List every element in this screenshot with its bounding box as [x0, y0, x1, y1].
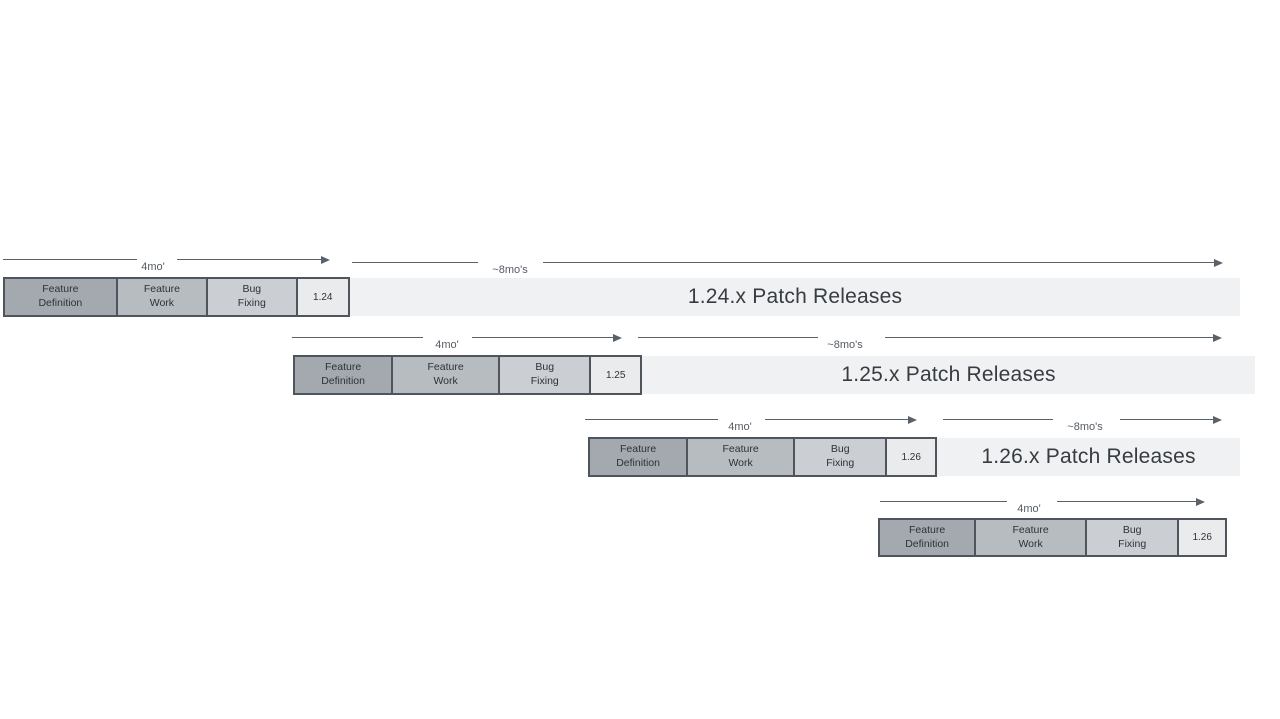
- bug-fixing-box: Bug Fixing: [498, 357, 590, 393]
- arrow-line: [543, 262, 1214, 263]
- patch-releases-bar: 1.26.x Patch Releases: [937, 438, 1240, 476]
- patch-releases-label: 1.25.x Patch Releases: [841, 363, 1056, 386]
- arrow-line: [765, 419, 908, 420]
- arrow-line: [943, 419, 1053, 420]
- arrow-line: [585, 419, 718, 420]
- arrow-line: [3, 259, 137, 260]
- patch-releases-label: 1.24.x Patch Releases: [687, 285, 903, 308]
- version-box: 1.25: [589, 357, 640, 393]
- feature-work-box: Feature Work: [686, 439, 794, 475]
- duration-label: ~8mo's: [492, 264, 528, 276]
- arrow-line: [1057, 501, 1196, 502]
- feature-definition-box: Feature Definition: [5, 279, 116, 315]
- arrowhead-icon: [613, 334, 622, 342]
- duration-label: 4mo': [141, 261, 165, 273]
- feature-definition-box: Feature Definition: [295, 357, 392, 393]
- patch-releases-label: 1.26.x Patch Releases: [981, 445, 1196, 468]
- arrow-line: [638, 337, 818, 338]
- feature-work-box: Feature Work: [391, 357, 499, 393]
- arrow-line: [472, 337, 613, 338]
- arrowhead-icon: [321, 256, 330, 264]
- release-phase-group: Feature Definition Feature Work Bug Fixi…: [293, 355, 642, 395]
- release-phase-group: Feature Definition Feature Work Bug Fixi…: [588, 437, 937, 477]
- duration-label: 4mo': [435, 339, 459, 351]
- patch-releases-bar: 1.24.x Patch Releases: [350, 278, 1240, 316]
- bug-fixing-box: Bug Fixing: [206, 279, 296, 315]
- bug-fixing-box: Bug Fixing: [793, 439, 886, 475]
- release-phase-group: Feature Definition Feature Work Bug Fixi…: [878, 518, 1227, 557]
- arrowhead-icon: [1213, 334, 1222, 342]
- duration-label: 4mo': [728, 421, 752, 433]
- patch-releases-bar: 1.25.x Patch Releases: [642, 356, 1255, 394]
- version-box: 1.24: [295, 279, 348, 315]
- arrow-line: [885, 337, 1213, 338]
- duration-label: ~8mo's: [827, 339, 863, 351]
- arrowhead-icon: [1196, 498, 1205, 506]
- arrowhead-icon: [1213, 416, 1222, 424]
- arrow-line: [352, 262, 478, 263]
- bug-fixing-box: Bug Fixing: [1085, 520, 1178, 555]
- feature-definition-box: Feature Definition: [590, 439, 687, 475]
- arrow-line: [292, 337, 423, 338]
- feature-work-box: Feature Work: [974, 520, 1086, 555]
- version-box: 1.26: [885, 439, 935, 475]
- feature-work-box: Feature Work: [115, 279, 207, 315]
- feature-definition-box: Feature Definition: [880, 520, 975, 555]
- arrowhead-icon: [1214, 259, 1223, 267]
- version-box: 1.26: [1177, 520, 1225, 555]
- arrow-line: [1120, 419, 1213, 420]
- release-phase-group: Feature Definition Feature Work Bug Fixi…: [3, 277, 350, 317]
- duration-label: ~8mo's: [1067, 421, 1103, 433]
- arrow-line: [177, 259, 321, 260]
- arrow-line: [880, 501, 1007, 502]
- duration-label: 4mo': [1017, 503, 1041, 515]
- arrowhead-icon: [908, 416, 917, 424]
